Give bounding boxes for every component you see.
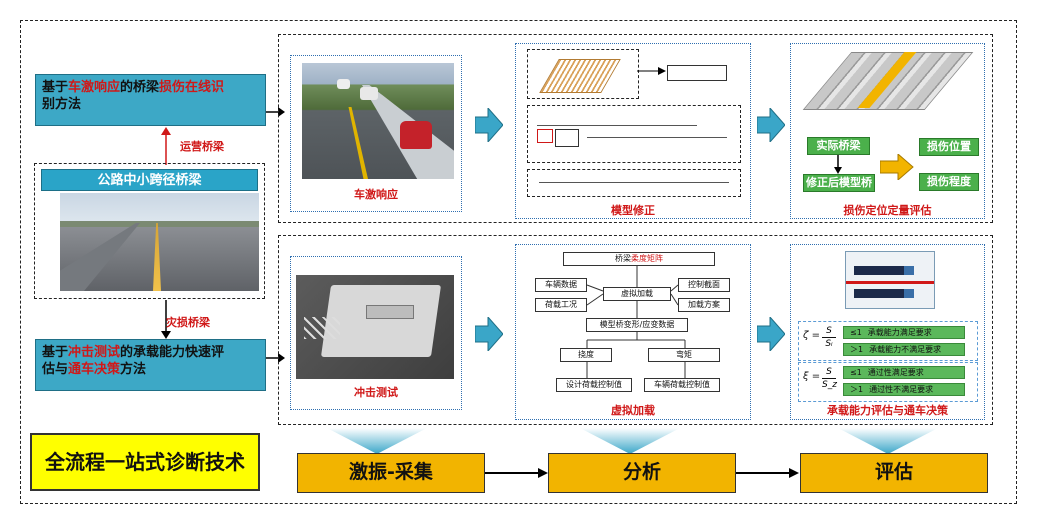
model-update-diagram [527,49,741,199]
vehicle-photo [302,63,454,179]
bridge-3d-model [802,48,974,128]
flow-load-scheme: 加载方案 [678,298,730,312]
flow-arrow-2 [736,468,799,478]
teal-arrow-1 [475,108,503,142]
arrow-actual-to-model [834,155,842,174]
updated-model-box: 修正后模型桥 [803,174,875,192]
flow-deflection: 挠度 [560,348,612,362]
xi-formula: ξ = [803,371,821,382]
teal-arrow-4 [757,317,785,351]
caption-virtual-load: 虚拟加载 [611,404,655,417]
damage-degree-box: 损伤程度 [919,173,979,191]
step-analysis: 分析 [548,453,736,493]
damage-location-box: 损伤位置 [919,138,979,156]
flow-control-section: 控制截面 [678,278,730,292]
arrow-left-to-row1 [266,107,285,117]
flow-design-ctrl: 设计荷载控制值 [556,378,632,392]
flow-vehicle-data: 车辆数据 [535,278,587,292]
arrow-left-to-row2 [266,353,285,363]
down-arrow-3 [838,428,938,454]
teal-arrow-3 [475,317,503,351]
damaged-bridge-label: 灾损桥梁 [166,316,210,329]
bottom-method-box: 基于冲击测试的承载能力快速评估与通车决策方法 [35,339,266,391]
caption-model-update: 模型修正 [611,204,655,217]
arrow-down-damaged [161,300,171,339]
flow-vehicle-ctrl: 车辆荷载控制值 [644,378,720,392]
load-chart [845,251,935,309]
outer-frame [20,20,1017,504]
flow-arrow-1 [485,468,548,478]
step-evaluation: 评估 [800,453,988,493]
bridge-title: 公路中小跨径桥梁 [41,169,258,191]
zeta-formula: ζ = [803,330,820,341]
diag-title: 全流程一站式诊断技术 [30,433,260,491]
flow-virtual-load: 虚拟加载 [603,287,671,301]
top-method-box: 基于车激响应的桥梁损伤在线识别方法 [35,74,266,126]
operating-bridge-label: 运营桥梁 [180,140,224,153]
impact-device-photo [296,275,454,379]
row1-frame [278,34,993,223]
down-arrow-1 [327,428,427,454]
caption-capacity-eval: 承载能力评估与通车决策 [827,404,948,417]
arrow-up-operating [161,127,171,165]
flowchart-connectors [586,266,686,378]
bridge-photo [60,193,259,291]
xi-eval-group [798,362,978,402]
caption-impact-test: 冲击测试 [354,386,398,399]
actual-bridge-box: 实际桥梁 [807,137,870,155]
teal-arrow-2 [757,108,785,142]
flow-load-case: 荷载工况 [535,298,587,312]
flow-bending: 弯矩 [648,348,720,362]
flow-deformation: 模型桥变形/应变数据 [586,318,688,332]
zeta-eval-group [798,321,978,361]
caption-damage-eval: 损伤定位定量评估 [843,204,932,217]
step-excite-collect: 激振-采集 [297,453,485,493]
flow-flexibility: 桥梁柔度矩阵 [563,252,715,266]
bridge-panel [34,163,265,299]
caption-vehicle-response: 车激响应 [354,188,398,201]
row2-frame [278,235,993,425]
down-arrow-2 [580,428,680,454]
gold-arrow [880,154,914,180]
